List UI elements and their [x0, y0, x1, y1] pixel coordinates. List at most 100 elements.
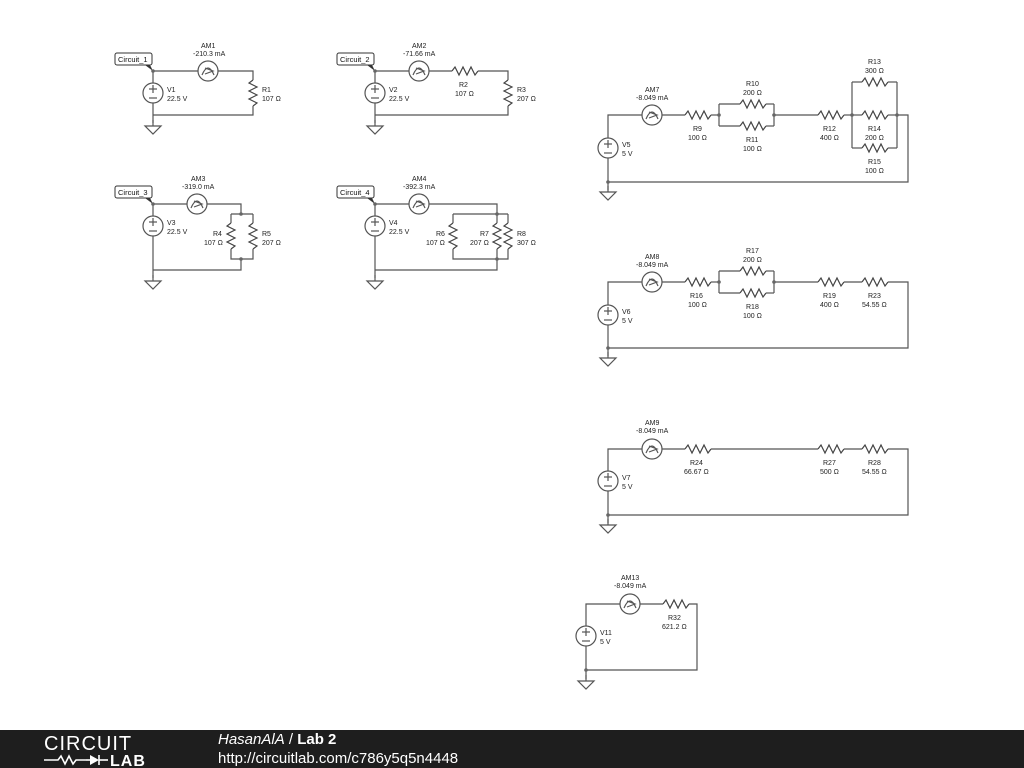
r3-name: R3 [517, 87, 526, 94]
resistor-r4[interactable] [226, 222, 236, 250]
circuit-v6: AM8 -8.049 mA V6 5 V R16 100 Ω R17 200 Ω… [597, 248, 909, 367]
ground-icon [144, 119, 162, 135]
net-tag-circuit-1[interactable]: Circuit_1 [114, 52, 153, 71]
am8-name: AM8 [645, 254, 660, 261]
am4-name: AM4 [412, 176, 427, 183]
voltage-source-v5[interactable] [597, 137, 619, 159]
r23-value: 54.55 Ω [862, 302, 887, 309]
r9-value: 100 Ω [688, 135, 707, 142]
footer-url[interactable]: http://circuitlab.com/c786y5q5n4448 [218, 750, 459, 767]
circuitlab-logo[interactable]: CIRCUIT LAB [44, 733, 184, 767]
resistor-r14[interactable] [861, 110, 889, 120]
r11-value: 100 Ω [743, 146, 762, 153]
resistor-r13[interactable] [861, 77, 889, 87]
net-tag-circuit-2[interactable]: Circuit_2 [336, 52, 375, 71]
voltage-source-v3[interactable] [142, 215, 164, 237]
net-tag-circuit-3[interactable]: Circuit_3 [114, 185, 153, 204]
v5-name: V5 [622, 142, 631, 149]
r24-value: 66.67 Ω [684, 469, 709, 476]
resistor-r7[interactable] [492, 222, 502, 250]
r23-name: R23 [868, 293, 881, 300]
resistor-r5[interactable] [248, 222, 258, 250]
am13-name: AM13 [621, 575, 639, 582]
ammeter-am9[interactable] [641, 438, 663, 460]
resistor-r9[interactable] [684, 110, 712, 120]
ammeter-am8[interactable] [641, 271, 663, 293]
resistor-r28[interactable] [861, 444, 889, 454]
circuit-1: Circuit_1 AM1 -210.3 mA V1 22.5 V R1 107… [114, 43, 281, 135]
am9-value: -8.049 mA [636, 428, 669, 435]
schematic-canvas[interactable]: Circuit_1 AM1 -210.3 mA V1 22.5 V R1 107… [0, 0, 1024, 730]
ground-icon [599, 518, 617, 534]
r24-name: R24 [690, 460, 703, 467]
r8-name: R8 [517, 231, 526, 238]
r13-name: R13 [868, 59, 881, 66]
circuit-3: Circuit_3 AM3 -319.0 mA V3 22.5 V R4 107… [114, 176, 281, 290]
ammeter-am13[interactable] [619, 593, 641, 615]
am3-name: AM3 [191, 176, 206, 183]
ground-icon [144, 274, 162, 290]
resistor-r3[interactable] [503, 79, 513, 107]
r15-value: 100 Ω [865, 168, 884, 175]
resistor-r12[interactable] [817, 110, 845, 120]
resistor-r2[interactable] [451, 66, 479, 76]
resistor-r23[interactable] [861, 277, 889, 287]
resistor-r19[interactable] [817, 277, 845, 287]
voltage-source-v1[interactable] [142, 82, 164, 104]
ground-icon [599, 351, 617, 367]
resistor-r8[interactable] [503, 222, 513, 250]
resistor-r17[interactable] [739, 266, 767, 276]
r10-value: 200 Ω [743, 90, 762, 97]
r15-name: R15 [868, 159, 881, 166]
v6-value: 5 V [622, 318, 633, 325]
r9-name: R9 [693, 126, 702, 133]
ammeter-am7[interactable] [641, 104, 663, 126]
resistor-r1[interactable] [248, 79, 258, 107]
am2-name: AM2 [412, 43, 427, 50]
v3-name: V3 [167, 220, 176, 227]
r18-value: 100 Ω [743, 313, 762, 320]
voltage-source-v4[interactable] [364, 215, 386, 237]
resistor-r10[interactable] [739, 99, 767, 109]
resistor-r27[interactable] [817, 444, 845, 454]
r5-value: 207 Ω [262, 240, 281, 247]
net-tag-circuit-4[interactable]: Circuit_4 [336, 185, 375, 204]
footer-user-link[interactable]: HasanAlA [218, 731, 285, 748]
r6-value: 107 Ω [426, 240, 445, 247]
resistor-r18[interactable] [739, 288, 767, 298]
ammeter-am4[interactable] [408, 193, 430, 215]
r11-name: R11 [746, 137, 758, 144]
am4-value: -392.3 mA [403, 184, 436, 191]
v1-value: 22.5 V [167, 96, 188, 103]
r19-name: R19 [823, 293, 836, 300]
ammeter-am2[interactable] [408, 60, 430, 82]
voltage-source-v11[interactable] [575, 625, 597, 647]
voltage-source-v7[interactable] [597, 470, 619, 492]
resistor-r6[interactable] [448, 222, 458, 250]
resistor-r11[interactable] [739, 121, 767, 131]
voltage-source-v2[interactable] [364, 82, 386, 104]
resistor-r15[interactable] [861, 143, 889, 153]
v5-value: 5 V [622, 151, 633, 158]
r6-name: R6 [436, 231, 445, 238]
v1-name: V1 [167, 87, 176, 94]
footer-project-name: Lab 2 [297, 731, 337, 748]
v4-value: 22.5 V [389, 229, 410, 236]
r4-name: R4 [213, 231, 222, 238]
am1-name: AM1 [201, 43, 216, 50]
voltage-source-v6[interactable] [597, 304, 619, 326]
resistor-r32[interactable] [662, 599, 690, 609]
ammeter-am3[interactable] [186, 193, 208, 215]
ammeter-am1[interactable] [197, 60, 219, 82]
circuit-2: Circuit_2 AM2 -71.66 mA V2 22.5 V R2 107… [336, 43, 536, 135]
r28-value: 54.55 Ω [862, 469, 887, 476]
v6-name: V6 [622, 309, 631, 316]
ground-icon [599, 185, 617, 201]
resistor-r24[interactable] [684, 444, 712, 454]
v11-name: V11 [600, 630, 612, 637]
resistor-r16[interactable] [684, 277, 712, 287]
r2-name: R2 [459, 82, 468, 89]
r16-name: R16 [690, 293, 703, 300]
r2-value: 107 Ω [455, 91, 474, 98]
r12-name: R12 [823, 126, 836, 133]
